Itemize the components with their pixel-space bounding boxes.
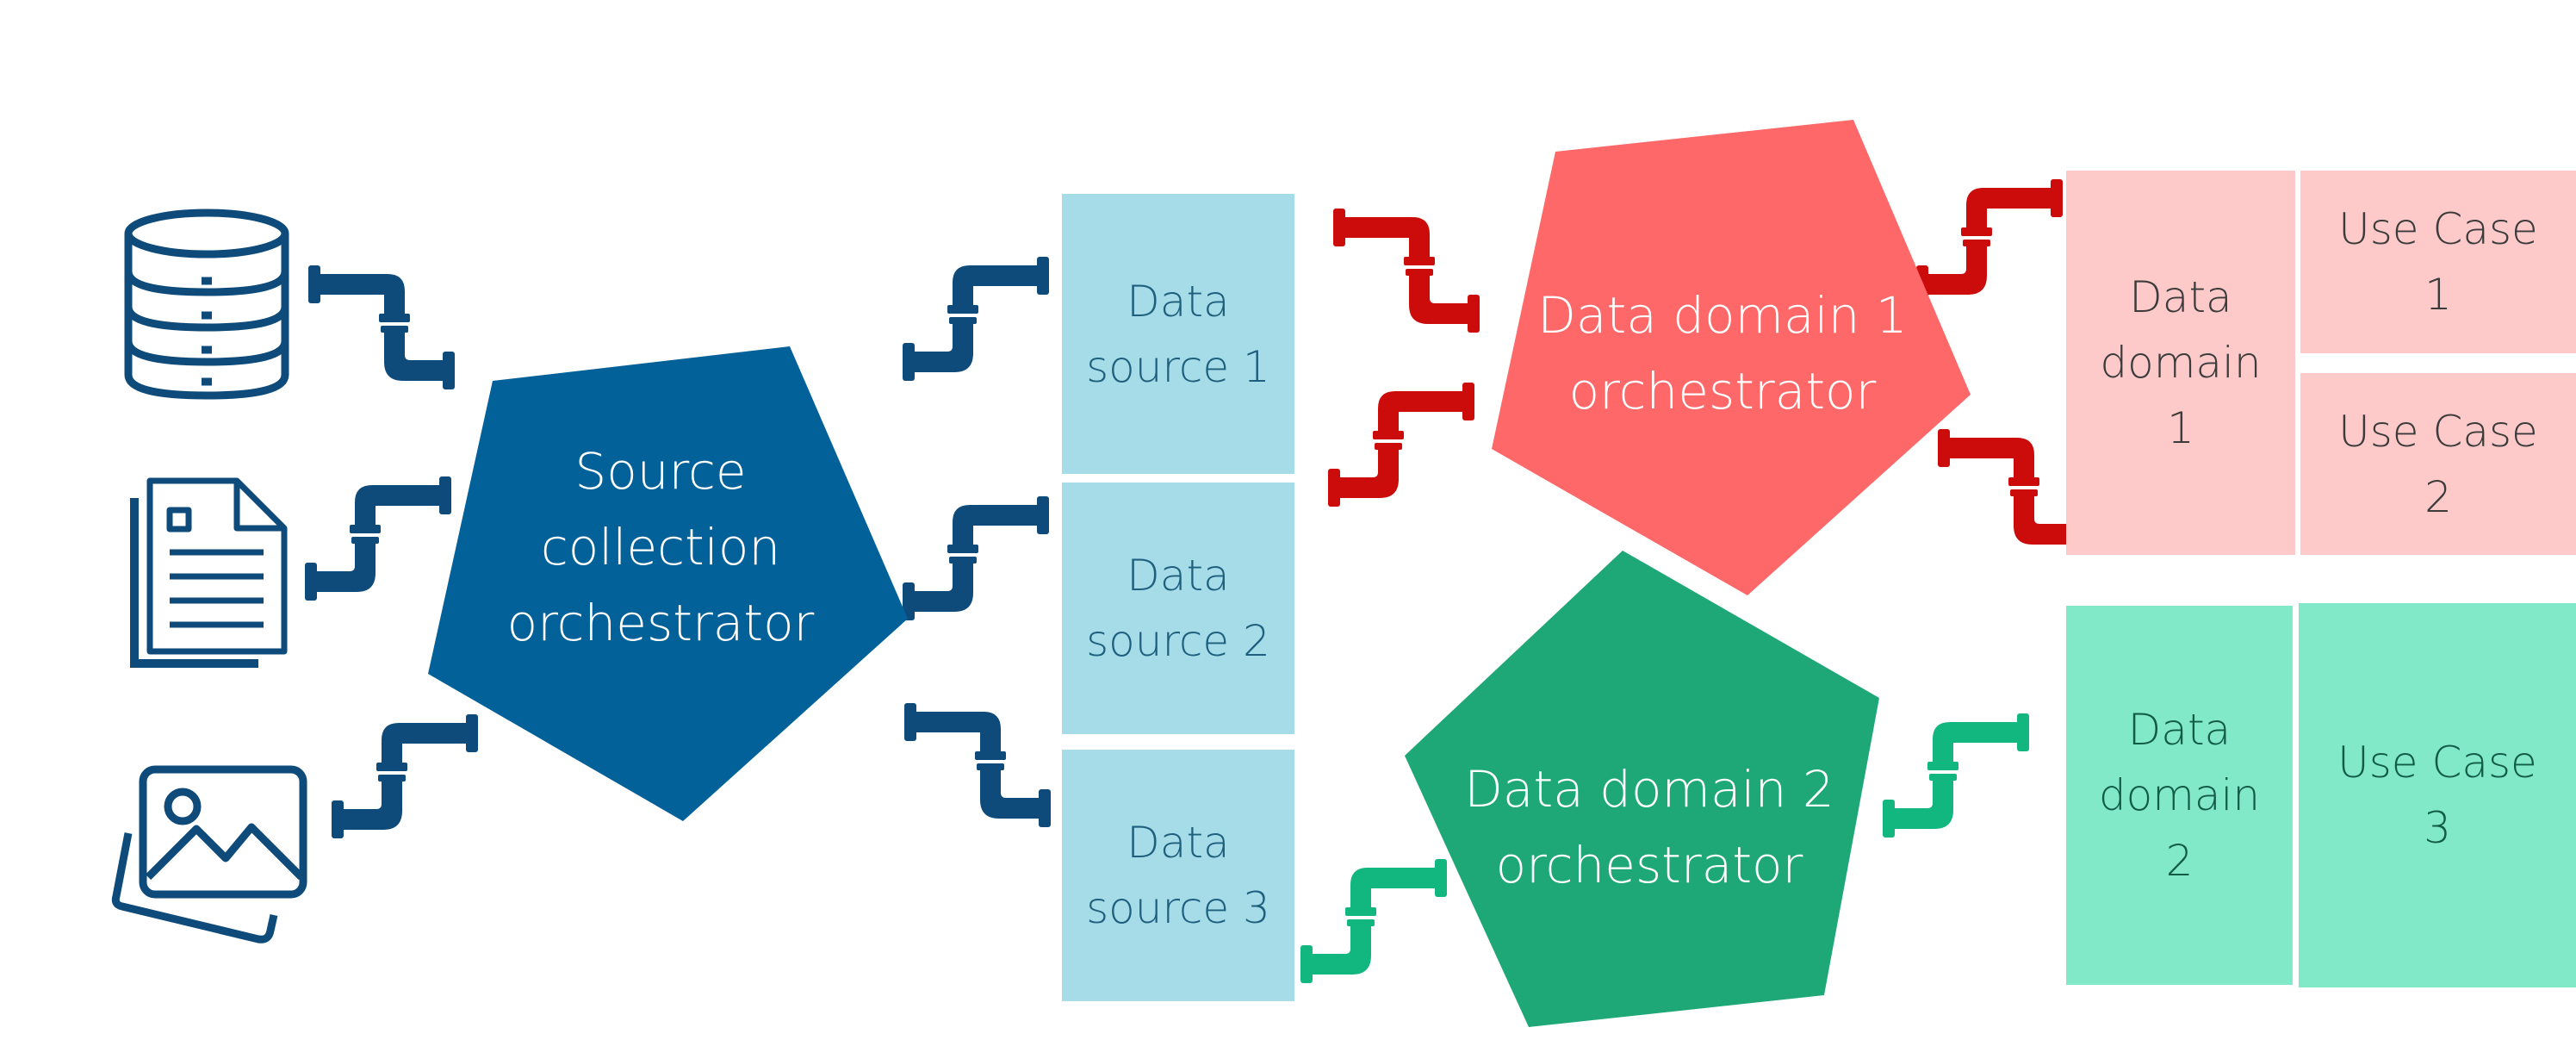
- pipe-source3-to-domain2: [1300, 859, 1447, 983]
- data-source-3-label: Data source 3: [1086, 818, 1270, 933]
- use-case-3-label-wrap: Use Case 3: [2299, 603, 2576, 987]
- pipe-domain1-to-box-b: [1938, 429, 2084, 553]
- pipe-document-to-orchestrator: [305, 476, 451, 601]
- image-icon: [111, 765, 307, 943]
- use-case-1-label-wrap: Use Case 1: [2300, 171, 2576, 353]
- data-domain-2-box: [2066, 606, 2293, 985]
- domain2-orchestrator-label-wrap: Data domain 2 orchestrator: [1443, 741, 1856, 913]
- domain1-orchestrator-label-wrap: Data domain 1 orchestrator: [1516, 267, 1929, 439]
- data-domain-1-label: Data domain 1: [2100, 272, 2262, 453]
- data-source-3-box: [1062, 750, 1294, 1001]
- data-domain-2-label: Data domain 2: [2098, 705, 2261, 886]
- data-source-1-label: Data source 1: [1086, 276, 1270, 392]
- domain2-orchestrator-label: Data domain 2 orchestrator: [1464, 760, 1834, 894]
- pipe-domain1-to-box-a: [1916, 179, 2063, 303]
- pipe-orchestrator-to-source2: [903, 496, 1049, 620]
- use-case-2-label-wrap: Use Case 2: [2300, 373, 2576, 555]
- domain1-orchestrator-shape: [1492, 120, 1971, 595]
- domain1-orchestrator-label: Data domain 1 orchestrator: [1537, 286, 1908, 420]
- use-case-3-box: [2299, 603, 2576, 987]
- data-source-3-label-wrap: Data source 3: [1062, 750, 1294, 1001]
- data-source-2-label-wrap: Data source 2: [1062, 483, 1294, 734]
- use-case-3-label: Use Case 3: [2337, 738, 2537, 853]
- pipe-orchestrator-to-source1: [903, 257, 1049, 381]
- source-orchestrator-shape: [428, 346, 908, 821]
- database-icon: [124, 209, 289, 400]
- data-source-2-box: [1062, 483, 1294, 734]
- data-domain-2-label-wrap: Data domain 2: [2066, 606, 2293, 985]
- pipe-database-to-orchestrator: [308, 265, 455, 389]
- source-orchestrator-label: Source collection orchestrator: [506, 442, 815, 652]
- source-orchestrator-label-wrap: Source collection orchestrator: [471, 405, 850, 689]
- domain2-orchestrator-shape: [1405, 551, 1879, 1027]
- use-case-2-label: Use Case 2: [2338, 406, 2538, 522]
- data-source-1-box: [1062, 194, 1294, 474]
- pipe-domain2-to-box: [1883, 713, 2029, 838]
- data-source-1-label-wrap: Data source 1: [1062, 194, 1294, 474]
- pipe-source1-to-domain1-a: [1333, 209, 1480, 333]
- data-source-2-label: Data source 2: [1086, 551, 1270, 666]
- pipe-image-to-orchestrator: [332, 714, 478, 838]
- data-domain-1-label-wrap: Data domain 1: [2066, 171, 2295, 555]
- pipe-source1-to-domain1-b: [1328, 383, 1474, 507]
- document-icon: [130, 477, 288, 668]
- use-case-2-box: [2300, 373, 2576, 555]
- use-case-1-box: [2300, 171, 2576, 353]
- data-domain-1-box: [2066, 171, 2295, 555]
- use-case-1-label: Use Case 1: [2338, 204, 2538, 320]
- pipe-orchestrator-to-source3: [904, 703, 1051, 827]
